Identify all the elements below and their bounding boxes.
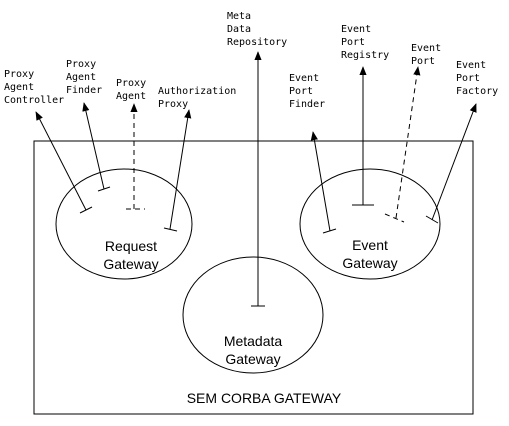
proxy-agent-controller-connection [35,111,93,214]
proxy-agent-finder-label: Proxy Agent Finder [66,59,102,96]
event-port-label: Event Port [411,43,447,67]
proxy-agent-controller-label: Proxy Agent Controller [4,69,64,106]
request-gateway-label-line2: Gateway [103,256,158,272]
event-gateway-label-line1: Event [352,237,388,253]
event-port-factory-label: Event Port Factory [456,60,498,97]
meta-data-repository-connection [251,51,265,307]
event-gateway-label-line2: Gateway [342,255,397,271]
event-port-registry-label: Event Port Registry [341,24,389,61]
authorization-proxy-label: Authorization Proxy [158,86,242,110]
event-gateway-ellipse [299,168,441,280]
authorization-proxy-connection [163,109,192,232]
event-port-factory-connection [425,103,477,224]
event-port-registry-connection [352,66,374,206]
metadata-gateway: Metadata Gateway [182,256,324,374]
gateway-caption: SEM CORBA GATEWAY [187,390,342,406]
metadata-gateway-label-line1: Metadata [224,333,283,349]
request-gateway-ellipse [55,168,193,280]
proxy-agent-connection [126,103,145,210]
meta-data-repository-label: Meta Data Repository [227,11,287,48]
metadata-gateway-label-line2: Gateway [225,351,280,367]
metadata-gateway-ellipse [182,256,324,374]
proxy-agent-label: Proxy Agent [116,78,152,102]
sem-corba-gateway-box [33,140,474,415]
event-port-connection [384,66,421,223]
request-gateway-label-line1: Request [105,238,157,254]
event-port-finder-connection [310,131,337,234]
request-gateway: Request Gateway [55,168,193,280]
event-gateway: Event Gateway [299,168,441,280]
event-port-finder-label: Event Port Finder [289,73,325,110]
proxy-agent-finder-connection [82,102,111,192]
